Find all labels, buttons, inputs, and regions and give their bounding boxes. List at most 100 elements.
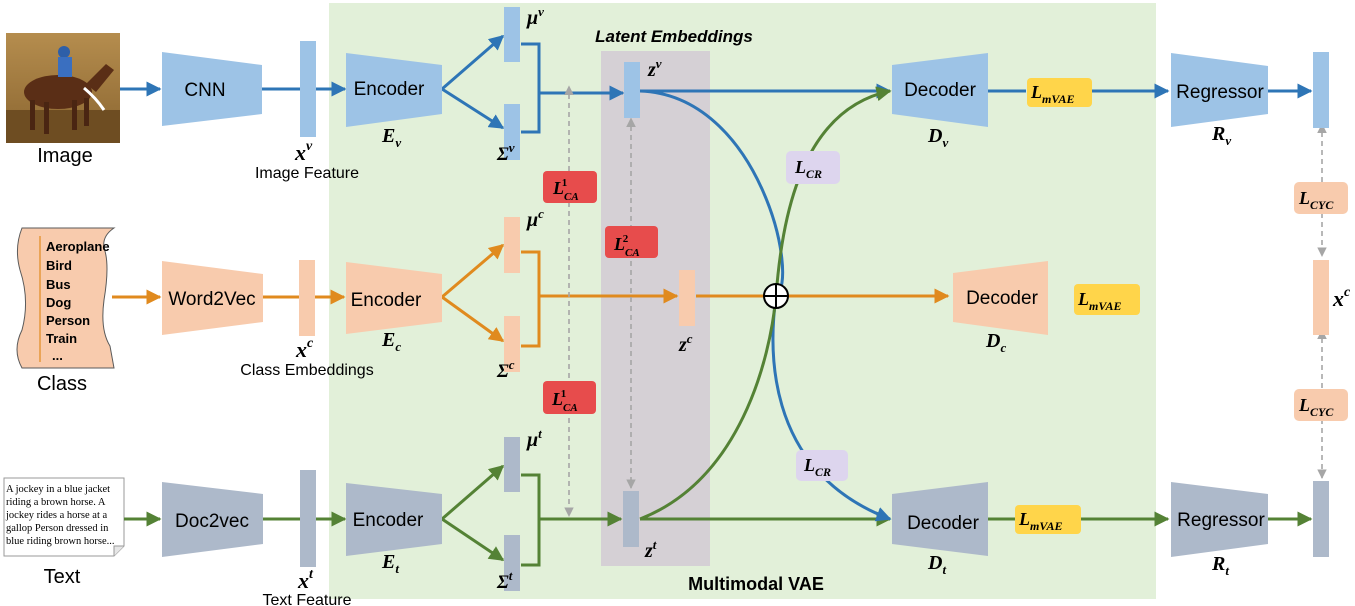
encoder-class-label: Encoder: [351, 290, 422, 311]
input-class-document: [16, 227, 116, 369]
loss-ca2-box: [605, 226, 658, 258]
output-text-bar: [1313, 481, 1329, 557]
loss-cyc-top-box: [1294, 182, 1348, 214]
text-doc-line: blue riding brown horse...: [6, 536, 114, 547]
loss-mvae-top-label: LmVAE: [1030, 82, 1074, 106]
input-text-label: Text: [44, 566, 81, 588]
z-c-label: zc: [678, 331, 693, 356]
cnn-label: CNN: [184, 80, 225, 101]
text-doc-line: riding a brown horse. A: [6, 497, 106, 508]
class-list-item: Dog: [46, 295, 71, 310]
output-xc-label: xc: [1332, 285, 1351, 311]
loss-mvae-mid-label: LmVAE: [1077, 289, 1121, 313]
z-v-label: zv: [647, 56, 662, 81]
regressor-rt-label: Rt: [1211, 553, 1229, 578]
feature-xt-caption: Text Feature: [263, 592, 352, 606]
class-list-item: ...: [52, 348, 63, 363]
feature-xv-caption: Image Feature: [255, 165, 359, 182]
class-list-item: Train: [46, 331, 77, 346]
mu-text-bar: [504, 437, 520, 492]
regressor-image-label: Regressor: [1176, 82, 1264, 103]
encoder-ec-label: Ec: [381, 329, 401, 354]
sigma-v-label: Σv: [496, 140, 515, 165]
loss-cr-bottom-label: LCR: [803, 455, 831, 479]
regressor-rv-label: Rv: [1211, 123, 1231, 148]
image-feature-bar: [300, 41, 316, 137]
output-class-bar: [1313, 260, 1329, 335]
text-doc-line: jockey rides a horse at a: [5, 510, 108, 521]
encoder-ev-label: Ev: [381, 125, 401, 150]
input-image-label: Image: [37, 145, 93, 167]
loss-cyc-top-label: LCYC: [1298, 188, 1334, 212]
decoder-class-label: Decoder: [966, 288, 1038, 309]
text-feature-bar: [300, 470, 316, 567]
decoder-image-label: Decoder: [904, 80, 976, 101]
input-text-document: [3, 477, 125, 557]
loss-mvae-bottom-label: LmVAE: [1018, 509, 1062, 533]
class-list-item: Person: [46, 313, 90, 328]
output-image-bar: [1313, 52, 1329, 128]
class-feature-bar: [299, 260, 315, 336]
mu-v-label: μv: [526, 4, 544, 29]
sigma-t-label: Σt: [496, 568, 513, 593]
word2vec-block: [162, 261, 263, 335]
regressor-image-block: [1171, 53, 1268, 127]
loss-cyc-bottom-box: [1294, 389, 1348, 421]
feature-xc-caption: Class Embeddings: [240, 362, 373, 379]
mu-c-label: μc: [526, 206, 544, 231]
class-list-item: Aeroplane: [46, 239, 110, 254]
mu-class-bar: [504, 217, 520, 273]
sum-operator-icon: [763, 283, 789, 309]
class-list-item: Bird: [46, 258, 72, 273]
sigma-class-bar: [504, 316, 520, 372]
sigma-c-label: Σc: [496, 357, 515, 382]
decoder-dt-label: Dt: [927, 552, 946, 577]
decoder-class-block: [953, 261, 1048, 335]
loss-cyc-bottom-label: LCYC: [1298, 395, 1334, 419]
loss-ca2-label: LCA2: [613, 233, 640, 259]
z-class-bar: [679, 270, 695, 326]
z-text-bar: [623, 491, 639, 547]
loss-mvae-top-box: [1027, 78, 1092, 107]
input-image-thumbnail: [6, 33, 120, 143]
decoder-image-block: [892, 53, 988, 127]
regressor-text-label: Regressor: [1177, 510, 1265, 531]
latent-embeddings-title: Latent Embeddings: [595, 27, 753, 46]
loss-cr-top-box: [786, 151, 840, 184]
doc2vec-label: Doc2vec: [175, 511, 249, 532]
mu-image-bar: [504, 7, 520, 62]
loss-mvae-bottom-box: [1015, 505, 1081, 534]
decoder-dc-label: Dc: [985, 330, 1006, 355]
loss-ca1-bottom-label: LCA1: [551, 388, 578, 414]
input-class-label: Class: [37, 373, 87, 395]
encoder-text-label: Encoder: [353, 510, 424, 531]
loss-ca1-top-label: LCA1: [552, 177, 579, 203]
word2vec-label: Word2Vec: [168, 289, 255, 310]
feature-xc-label: xc: [295, 336, 314, 362]
sigma-image-bar: [504, 104, 520, 160]
z-t-label: zt: [644, 537, 657, 562]
loss-cr-top-label: LCR: [794, 157, 822, 181]
doc2vec-block: [162, 482, 263, 557]
encoder-et-label: Et: [381, 551, 399, 576]
loss-mvae-mid-box: [1074, 284, 1140, 315]
z-image-bar: [624, 62, 640, 118]
multimodal-vae-title: Multimodal VAE: [688, 574, 824, 594]
sigma-text-bar: [504, 535, 520, 591]
class-list-item: Bus: [46, 277, 71, 292]
text-doc-line: gallop Person dressed in: [6, 523, 109, 534]
decoder-text-label: Decoder: [907, 513, 979, 534]
feature-xv-label: xv: [294, 139, 313, 165]
decoder-dv-label: Dv: [927, 125, 948, 150]
mu-t-label: μt: [526, 426, 542, 451]
loss-ca1-bottom-box: [543, 381, 596, 414]
feature-xt-label: xt: [297, 567, 314, 593]
cnn-block: [162, 52, 262, 126]
encoder-image-label: Encoder: [354, 79, 425, 100]
loss-cr-bottom-box: [796, 450, 848, 481]
loss-ca1-top-box: [543, 171, 597, 203]
decoder-text-block: [892, 482, 988, 556]
encoder-class-block: [346, 262, 442, 334]
regressor-text-block: [1171, 482, 1268, 557]
